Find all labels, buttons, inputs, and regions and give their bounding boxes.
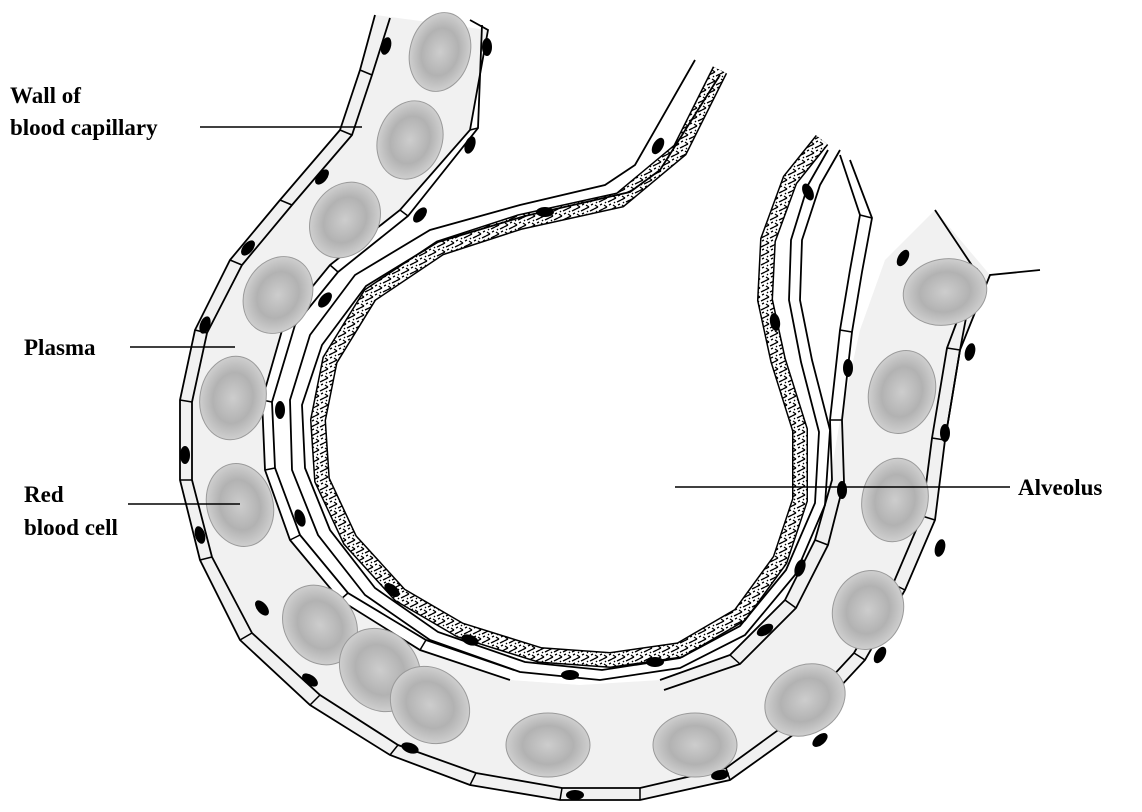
rbc-label-line1: Red — [24, 482, 64, 507]
plasma-label: Plasma — [24, 335, 96, 360]
red-blood-cell — [653, 713, 737, 777]
wall-label-line1: Wall of — [10, 83, 81, 108]
red-blood-cell — [506, 713, 590, 777]
alveolus-label: Alveolus — [1018, 475, 1102, 500]
rbc-label-line2: blood cell — [24, 515, 118, 540]
wall-label-line2: blood capillary — [10, 115, 158, 140]
